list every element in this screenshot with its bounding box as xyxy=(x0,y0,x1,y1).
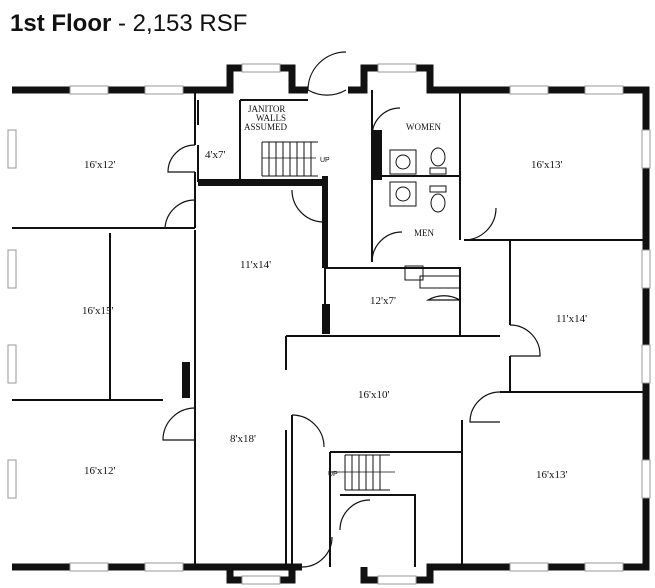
north-stair xyxy=(261,141,318,177)
room-e-office: 11'x14' xyxy=(556,313,587,325)
room-closet: 4'x7' xyxy=(205,149,225,161)
janitor-note-line1: JANITOR xyxy=(248,104,285,114)
south-stair xyxy=(330,454,395,491)
room-center: 11'x14' xyxy=(240,259,271,271)
room-lobby: 16'x10' xyxy=(358,389,389,401)
room-women: WOMEN xyxy=(406,122,441,132)
interior-walls xyxy=(12,90,646,567)
room-men: MEN xyxy=(414,228,435,238)
floor-area: - 2,153 RSF xyxy=(111,10,248,37)
thick-wall-segments xyxy=(182,130,382,398)
janitor-note-line2: WALLS xyxy=(256,113,286,123)
room-ne-office: 16'x13' xyxy=(531,159,562,171)
floor-label: 1st Floor xyxy=(10,10,112,37)
windows xyxy=(7,63,651,585)
room-sw-office: 16'x12' xyxy=(84,465,115,477)
room-kitchen: 12'x7' xyxy=(370,295,396,307)
room-se-office: 16'x13' xyxy=(536,469,567,481)
stair-up-south: UP xyxy=(328,471,338,478)
janitor-note-line3: ASSUMED xyxy=(244,122,288,132)
floor-title: 1st Floor - 2,153 RSF xyxy=(10,10,247,38)
door-swings xyxy=(162,51,541,568)
stair-up-north: UP xyxy=(320,157,330,164)
room-w-office: 16'x15' xyxy=(82,305,113,317)
room-nw-office: 16'x12' xyxy=(84,159,115,171)
room-corridor: 8'x18' xyxy=(230,433,256,445)
restroom-fixtures xyxy=(389,147,461,289)
